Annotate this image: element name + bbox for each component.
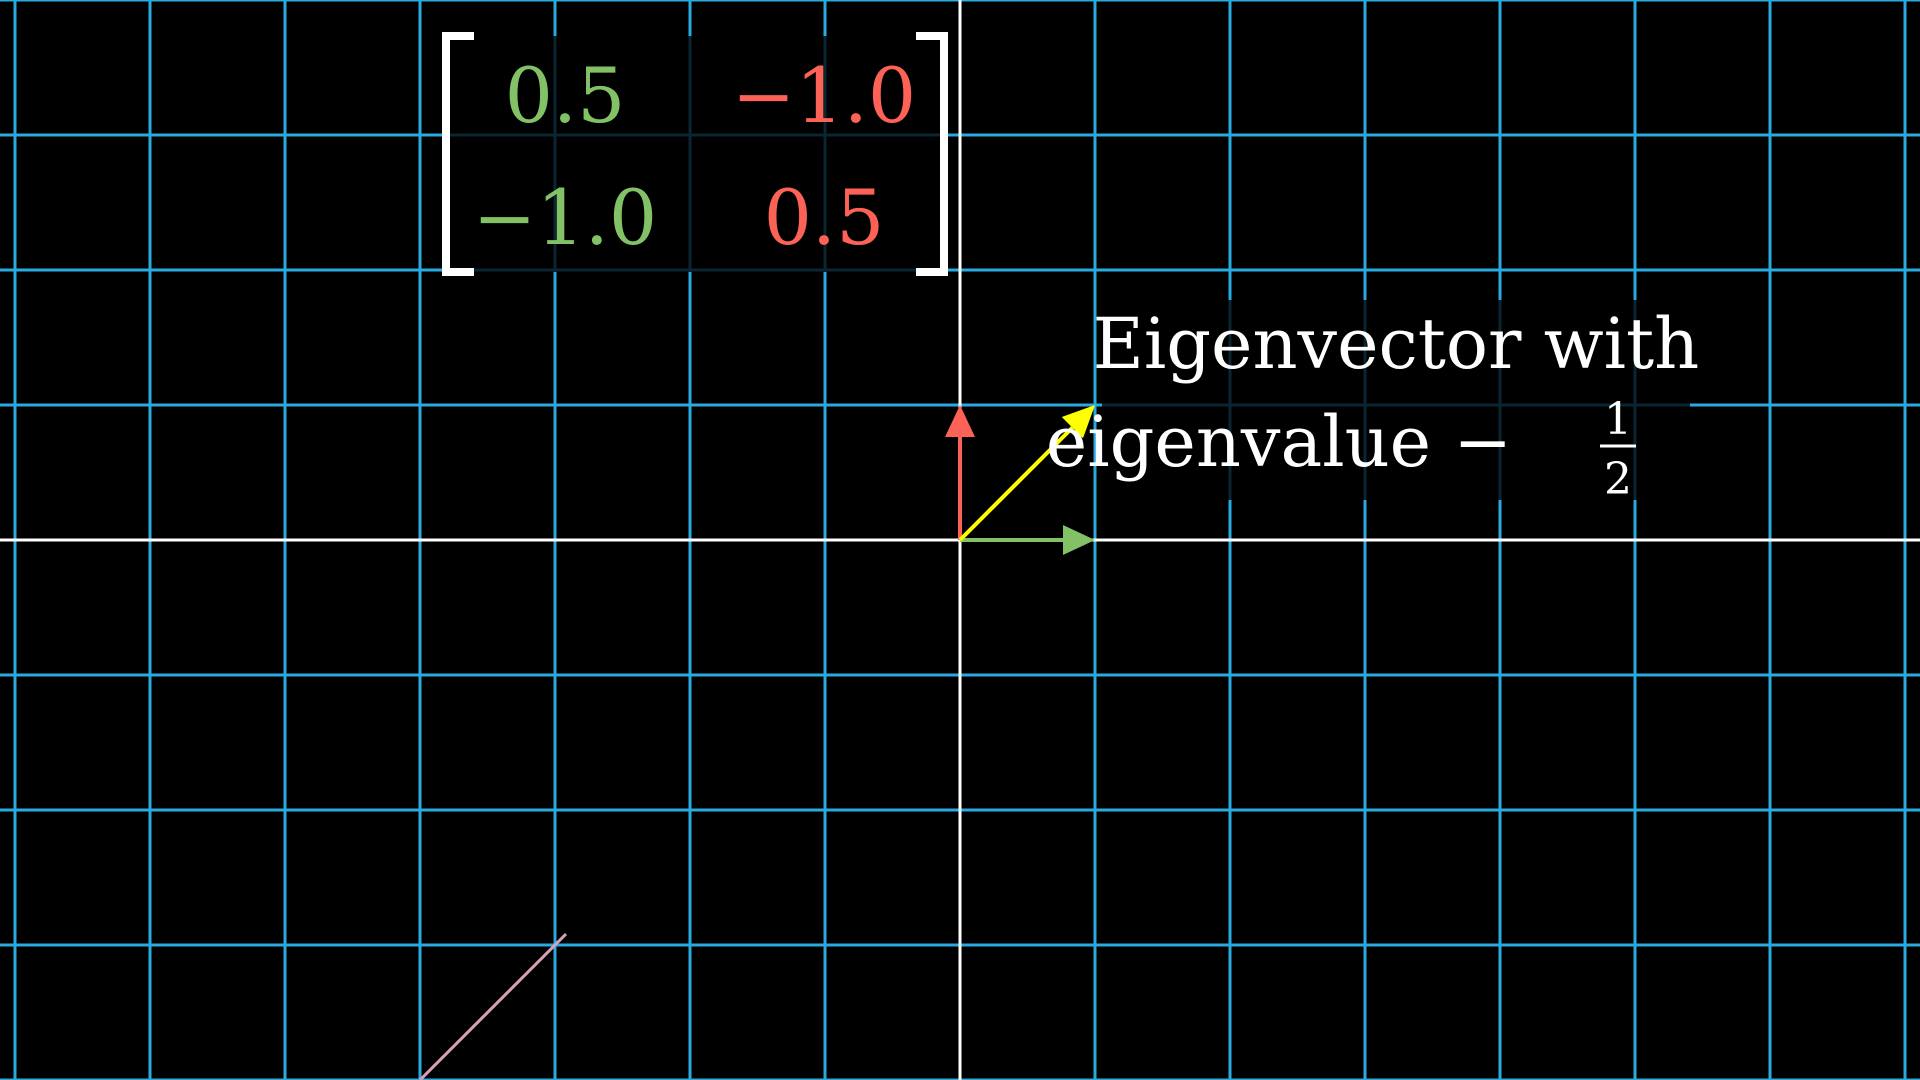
pink-line bbox=[418, 932, 568, 1080]
matrix-entry-22: 0.5 bbox=[764, 173, 885, 262]
i-hat-arrowhead bbox=[1063, 525, 1095, 555]
eigenvector-arrowhead bbox=[1061, 405, 1095, 439]
label-line-1: Eigenvector with bbox=[1093, 303, 1699, 385]
label-line-2: eigenvalue − bbox=[1046, 401, 1512, 483]
matrix-entry-21: −1.0 bbox=[473, 173, 658, 262]
j-hat-arrowhead bbox=[945, 405, 975, 437]
fraction-numerator: 1 bbox=[1604, 394, 1632, 445]
matrix-entry-12: −1.0 bbox=[732, 51, 917, 140]
matrix: 0.5 −1.0 −1.0 0.5 bbox=[442, 32, 948, 276]
vectors bbox=[945, 405, 1095, 555]
eigenvector-label: Eigenvector with eigenvalue − 1 2 bbox=[1046, 300, 1699, 505]
label-backdrop bbox=[1102, 300, 1690, 500]
matrix-left-bracket bbox=[442, 32, 474, 276]
matrix-entry-11: 0.5 bbox=[505, 51, 626, 140]
matrix-backdrop bbox=[446, 36, 946, 272]
matrix-right-bracket bbox=[916, 32, 948, 276]
fraction-denominator: 2 bbox=[1604, 454, 1632, 505]
eigenvector-vector bbox=[958, 426, 1074, 542]
